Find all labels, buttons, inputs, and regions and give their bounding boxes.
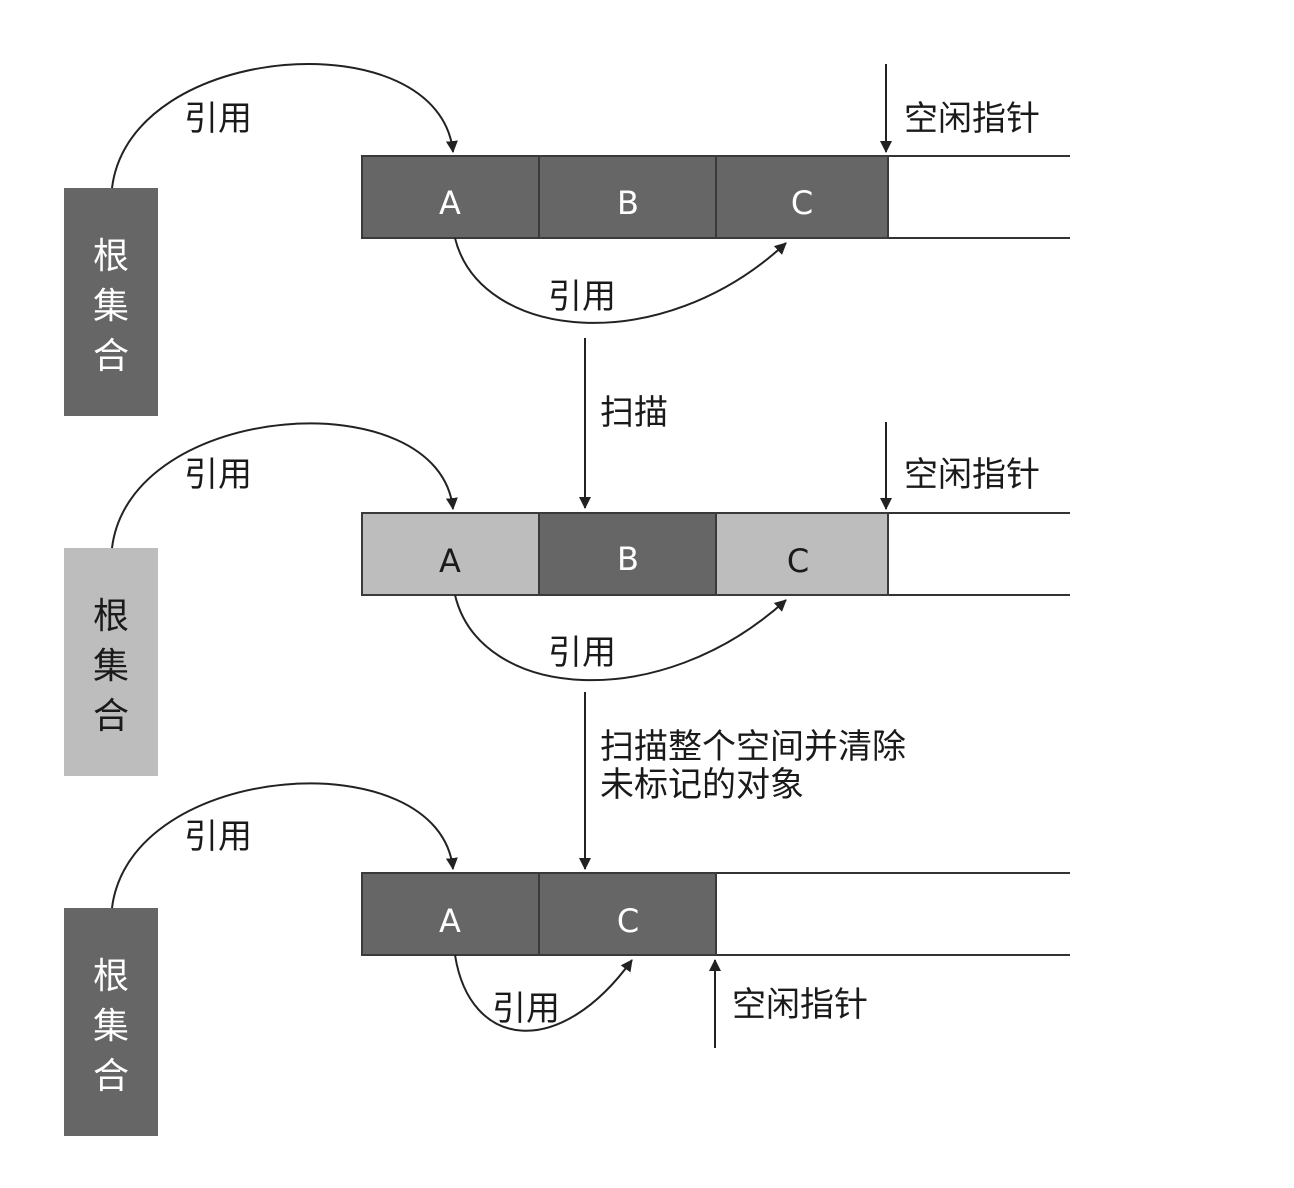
root-set-char-2: 集: [93, 286, 129, 327]
a-to-c-arrow: [454, 237, 787, 324]
heap-cell-a-label: A: [439, 902, 461, 940]
root-reference-label: 引用: [184, 455, 252, 495]
root-set-box: [64, 548, 158, 776]
heap-cell-b: [538, 512, 717, 596]
stage-1: 根 集 合 A B C 引用 引用 空闲指针: [64, 62, 1070, 416]
root-set-box: [64, 188, 158, 416]
free-pointer-label: 空闲指针: [904, 99, 1040, 139]
a-to-c-arrow: [454, 594, 787, 681]
root-to-a-arrow: [111, 782, 458, 909]
a-to-c-reference-label: 引用: [548, 633, 616, 673]
root-set-char-3: 合: [93, 696, 129, 737]
heap-cell-a: [361, 512, 540, 596]
root-set-char-2: 集: [93, 646, 129, 687]
heap: A B C: [361, 155, 1070, 239]
heap-cell-b-label: B: [617, 184, 639, 222]
a-to-c-reference-label: 引用: [492, 989, 560, 1029]
sweep-label-line-2: 未标记的对象: [600, 765, 804, 805]
a-to-c-arrow: [454, 954, 633, 1032]
root-set-char-2: 集: [93, 1006, 129, 1047]
transition-1: 扫描: [579, 338, 668, 509]
heap: A B C: [361, 512, 1070, 596]
heap-cell-c: [715, 155, 889, 239]
sweep-label-line-1: 扫描整个空间并清除: [600, 727, 906, 767]
free-pointer-label: 空闲指针: [904, 455, 1040, 495]
root-to-a-arrow: [111, 62, 458, 189]
heap-cell-b-label: B: [617, 540, 639, 578]
root-set-char-1: 根: [93, 236, 129, 277]
scan-label: 扫描: [600, 393, 668, 433]
transition-2: 扫描整个空间并清除 未标记的对象: [579, 692, 906, 870]
heap: A C: [361, 872, 1070, 956]
heap-cell-c: [715, 512, 889, 596]
heap-cell-c-label: C: [791, 184, 813, 222]
heap-cell-c-label: C: [787, 542, 809, 580]
heap-cell-a-label: A: [439, 542, 461, 580]
heap-cell-b: [538, 155, 717, 239]
root-set-box: [64, 908, 158, 1136]
a-to-c-reference-label: 引用: [548, 277, 616, 317]
free-pointer-label: 空闲指针: [732, 985, 868, 1025]
root-set: 根 集 合: [64, 908, 158, 1136]
root-reference-label: 引用: [184, 817, 252, 857]
root-set: 根 集 合: [64, 188, 158, 416]
root-set-char-1: 根: [93, 596, 129, 637]
root-to-a-arrow: [111, 422, 458, 549]
root-set-char-1: 根: [93, 956, 129, 997]
root-set-char-3: 合: [93, 1056, 129, 1097]
root-set: 根 集 合: [64, 548, 158, 776]
root-reference-label: 引用: [184, 99, 252, 139]
heap-cell-a-label: A: [439, 184, 461, 222]
stage-3: 根 集 合 A C 引用 引用 空闲指针: [64, 782, 1070, 1136]
heap-cell-a: [361, 155, 540, 239]
stage-2: 根 集 合 A B C 引用 引用 空闲指针: [64, 422, 1070, 776]
root-set-char-3: 合: [93, 336, 129, 377]
heap-cell-c: [538, 872, 717, 956]
heap-cell-c-label: C: [617, 902, 639, 940]
